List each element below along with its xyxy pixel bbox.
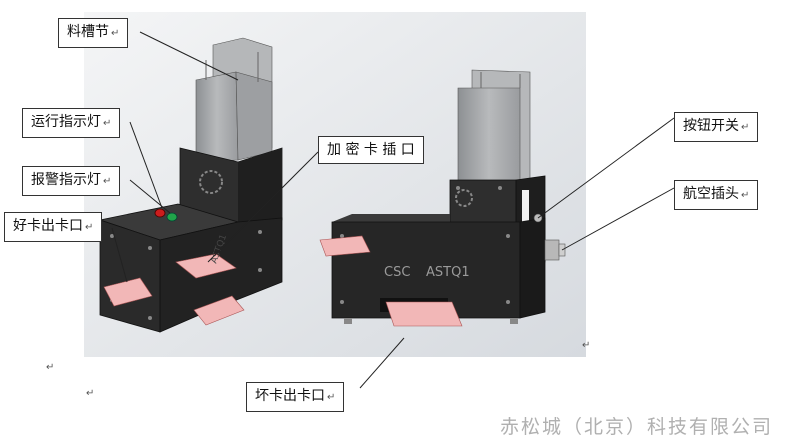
paragraph-mark: ↵ — [46, 362, 55, 373]
callout-good-card-exit-text: 好卡出卡口 — [13, 218, 83, 234]
inserted-card — [319, 235, 371, 257]
callout-aviation-plug-text: 航空插头 — [683, 186, 739, 202]
callout-button-switch: 按钮开关↵ — [674, 112, 759, 142]
device-brand-text: CSC — [384, 265, 410, 280]
callout-run-light-text: 运行指示灯 — [31, 114, 101, 130]
callout-button-switch-text: 按钮开关 — [683, 118, 739, 134]
left-bottom-card — [193, 295, 245, 326]
right-base-top — [332, 214, 450, 222]
gear-emblem — [199, 170, 223, 194]
gear-emblem-right — [455, 189, 473, 207]
left-device: ASTQ1 — [98, 37, 283, 333]
leader-bad-card — [359, 337, 405, 389]
callout-hopper: 料槽节↵ — [58, 18, 129, 48]
left-main-body-side — [159, 217, 283, 333]
right-device: CSC ASTQ1 — [319, 69, 566, 327]
leader-button — [537, 117, 675, 219]
leader-good-card — [111, 227, 128, 283]
right-hopper-front — [457, 87, 521, 187]
company-watermark: 赤松城（北京）科技有限公司 — [500, 416, 774, 438]
callout-alarm-light: 报警指示灯↵ — [22, 166, 121, 196]
white-strip — [522, 190, 529, 246]
right-base-side — [519, 217, 546, 319]
good-card — [103, 277, 153, 307]
callout-aviation-plug: 航空插头↵ — [674, 180, 759, 210]
callout-run-light: 运行指示灯↵ — [22, 108, 121, 138]
left-main-body-front — [99, 219, 161, 333]
left-hopper-side — [235, 71, 273, 161]
device-model-text: ASTQ1 — [426, 265, 470, 280]
aviation-plug — [544, 239, 560, 261]
callout-card-slot: 加 密 卡 插 口 — [318, 136, 424, 164]
callout-good-card-exit: 好卡出卡口↵ — [4, 212, 103, 242]
run-indicator-light — [154, 208, 166, 218]
paragraph-mark: ↵ — [582, 340, 591, 351]
callout-hopper-text: 料槽节 — [67, 24, 109, 40]
callout-alarm-light-text: 报警指示灯 — [31, 172, 101, 188]
leader-alarm-light — [129, 179, 171, 214]
callout-card-slot-text: 加 密 卡 插 口 — [327, 142, 415, 158]
paragraph-mark: ↵ — [86, 388, 95, 399]
callout-bad-card-exit-text: 坏卡出卡口 — [255, 388, 325, 404]
left-hopper-front — [195, 71, 239, 163]
leader-run-light — [129, 121, 163, 209]
leader-plug — [561, 187, 675, 251]
leader-card-slot — [207, 151, 319, 263]
alarm-indicator-light — [166, 212, 178, 222]
leader-hopper — [139, 31, 239, 81]
left-slot-card — [175, 253, 237, 279]
callout-bad-card-exit: 坏卡出卡口↵ — [246, 382, 345, 412]
bad-card — [385, 301, 463, 327]
